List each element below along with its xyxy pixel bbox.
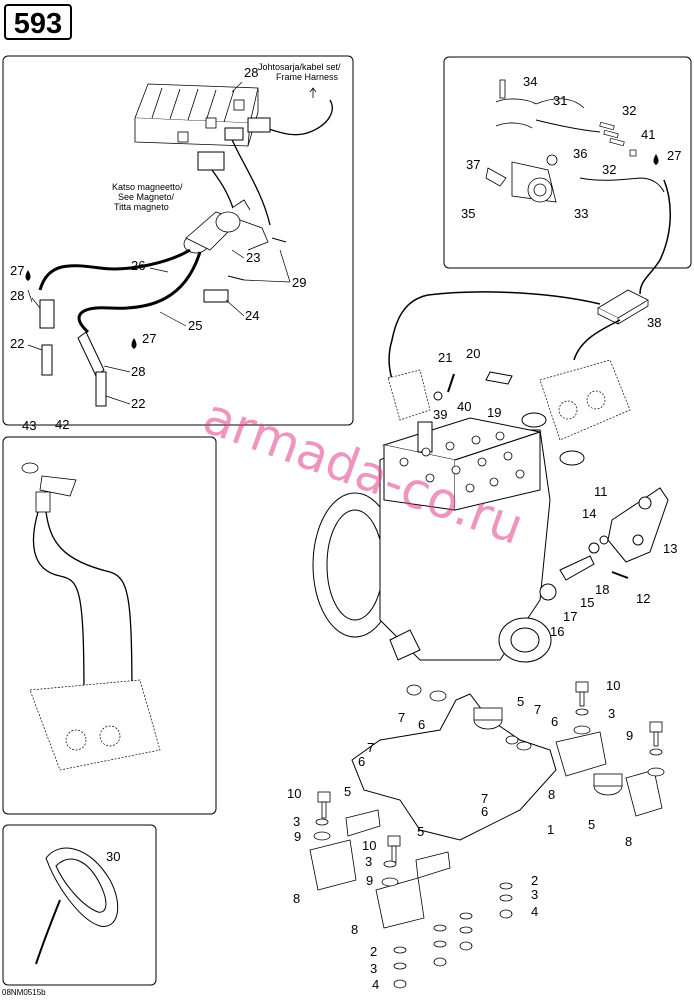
callout-21: 21 — [438, 350, 452, 365]
callout-15: 15 — [580, 595, 594, 610]
callout-23: 23 — [246, 250, 260, 265]
callout-27: 27 — [10, 263, 24, 278]
callout-1: 1 — [547, 822, 554, 837]
callout-14: 14 — [582, 506, 596, 521]
callout-8: 8 — [293, 891, 300, 906]
callout-5: 5 — [517, 694, 524, 709]
callout-20: 20 — [466, 346, 480, 361]
callout-16: 16 — [550, 624, 564, 639]
callout-28: 28 — [10, 288, 24, 303]
callout-12: 12 — [636, 591, 650, 606]
callout-43: 43 — [22, 418, 36, 433]
callout-10: 10 — [606, 678, 620, 693]
callout-4: 4 — [372, 977, 379, 992]
callout-6: 6 — [551, 714, 558, 729]
callout-25: 25 — [188, 318, 202, 333]
callout-41: 41 — [641, 127, 655, 142]
callout-6: 6 — [418, 717, 425, 732]
callout-3: 3 — [370, 961, 377, 976]
callout-9: 9 — [294, 829, 301, 844]
callout-28: 28 — [131, 364, 145, 379]
engine-mount-plate — [351, 693, 557, 841]
cap-panel — [2, 824, 157, 986]
callout-22: 22 — [131, 396, 145, 411]
callout-40: 40 — [457, 399, 471, 414]
callout-7: 7 — [398, 710, 405, 725]
callout-39: 39 — [433, 407, 447, 422]
callout-3: 3 — [608, 706, 615, 721]
callout-10: 10 — [362, 838, 376, 853]
callout-2: 2 — [531, 873, 538, 888]
callout-28: 28 — [244, 65, 258, 80]
callout-7: 7 — [481, 791, 488, 806]
callout-3: 3 — [531, 887, 538, 902]
callout-30: 30 — [106, 849, 120, 864]
callout-5: 5 — [344, 784, 351, 799]
callout-8: 8 — [351, 922, 358, 937]
callout-18: 18 — [595, 582, 609, 597]
callout-24: 24 — [245, 308, 259, 323]
callout-38: 38 — [647, 315, 661, 330]
callout-7: 7 — [367, 740, 374, 755]
callout-6: 6 — [481, 804, 488, 819]
carburetors — [539, 359, 631, 441]
magneto-note-line3: Titta magneto — [114, 202, 169, 212]
callout-27: 27 — [142, 331, 156, 346]
callout-4: 4 — [531, 904, 538, 919]
callout-11: 11 — [594, 484, 608, 499]
drawing-code: 08NM0515b — [2, 988, 46, 997]
callout-32: 32 — [602, 162, 616, 177]
callout-31: 31 — [553, 93, 567, 108]
callout-8: 8 — [625, 834, 632, 849]
callout-8: 8 — [548, 787, 555, 802]
magneto-note-line2: See Magneto/ — [118, 192, 175, 202]
harness-note-line2: Frame Harness — [276, 72, 339, 82]
callout-17: 17 — [563, 609, 577, 624]
callout-29: 29 — [292, 275, 306, 290]
magneto-note-line1: Katso magneetto/ — [112, 182, 183, 192]
callout-37: 37 — [466, 157, 480, 172]
callout-7: 7 — [534, 702, 541, 717]
callout-3: 3 — [293, 814, 300, 829]
callout-9: 9 — [366, 873, 373, 888]
engine-stop-switch — [485, 79, 585, 203]
ignition-coil — [183, 199, 269, 254]
engine — [312, 417, 552, 663]
ignition-module — [134, 83, 259, 147]
callout-36: 36 — [573, 146, 587, 161]
callout-27: 27 — [667, 148, 681, 163]
switch-panel — [443, 56, 692, 269]
callout-32: 32 — [622, 103, 636, 118]
callout-5: 5 — [588, 817, 595, 832]
ignition-panel — [2, 55, 354, 426]
page-number: 593 — [4, 4, 72, 40]
callout-22: 22 — [10, 336, 24, 351]
callout-6: 6 — [358, 754, 365, 769]
callout-2: 2 — [370, 944, 377, 959]
callout-5: 5 — [417, 824, 424, 839]
callout-9: 9 — [626, 728, 633, 743]
callout-34: 34 — [523, 74, 537, 89]
callout-42: 42 — [55, 417, 69, 432]
callout-35: 35 — [461, 206, 475, 221]
sensor-panel — [2, 436, 217, 815]
callout-3: 3 — [365, 854, 372, 869]
callout-33: 33 — [574, 206, 588, 221]
callout-13: 13 — [663, 541, 677, 556]
callout-19: 19 — [487, 405, 501, 420]
callout-26: 26 — [131, 258, 145, 273]
callout-10: 10 — [287, 786, 301, 801]
harness-note-line1: Johtosarja/kabel set/ — [258, 62, 341, 72]
